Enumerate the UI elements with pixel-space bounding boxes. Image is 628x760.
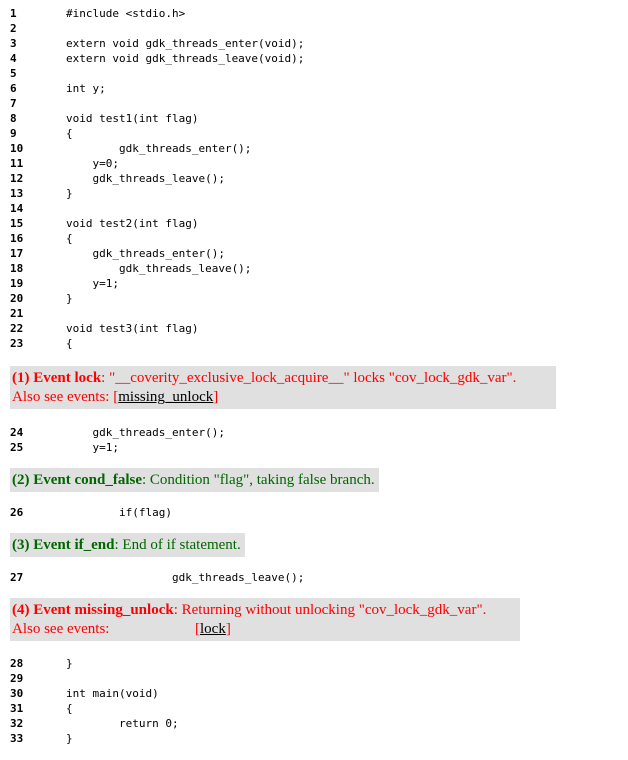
event-if-end-box: (3) Event if_end: End of if statement. [10,533,245,557]
code-text: #include <stdio.h> [66,7,186,20]
line-number: 17 [10,247,24,260]
event-lock-box: (1) Event lock: "__coverity_exclusive_lo… [10,366,556,409]
code-text: y=1; [66,441,119,454]
code-text: void test3(int flag) [66,322,199,335]
line-number: 13 [10,187,24,200]
line-number: 1 [10,7,17,20]
lock-link[interactable]: lock [200,621,226,637]
line-number: 14 [10,202,24,215]
code-text: extern void gdk_threads_enter(void); [66,37,305,50]
event-message: : Returning without unlocking "cov_lock_… [173,602,487,618]
line-number: 5 [10,67,17,80]
code-text: gdk_threads_enter(); [66,247,225,260]
event-message: : Condition "flag", taking false branch. [142,472,375,488]
code-text: { [66,702,73,715]
code-text: int main(void) [66,687,159,700]
event-missing-unlock-box: (4) Event missing_unlock: Returning with… [10,598,520,641]
see-also-label: Also see events: [12,621,110,637]
line-number: 2 [10,22,17,35]
code-text: { [66,337,73,350]
line-number: 10 [10,142,24,155]
line-number: 19 [10,277,24,290]
line-number: 6 [10,82,17,95]
code-text: } [66,187,73,200]
line-number: 27 [10,571,24,584]
line-number: 20 [10,292,24,305]
code-text: } [66,292,73,305]
event-message: : "__coverity_exclusive_lock_acquire__" … [101,370,517,386]
event-message: : End of if statement. [114,537,241,553]
code-text: gdk_threads_leave(); [66,571,305,584]
line-number: 25 [10,441,24,454]
code-text: } [66,732,73,745]
line-number: 23 [10,337,24,350]
line-number: 22 [10,322,24,335]
code-text: { [66,232,73,245]
line-number: 21 [10,307,24,320]
line-number: 24 [10,426,24,439]
code-text: { [66,127,73,140]
line-number: 30 [10,687,24,700]
line-number: 12 [10,172,24,185]
missing-unlock-link[interactable]: missing_unlock [118,389,214,405]
event-label: (1) Event lock [12,370,102,386]
code-text: gdk_threads_leave(); [66,262,252,275]
code-text: y=1; [66,277,119,290]
code-text: if(flag) [66,506,172,519]
line-number: 9 [10,127,17,140]
line-number: 26 [10,506,24,519]
line-number: 33 [10,732,24,745]
line-number: 3 [10,37,17,50]
code-text: extern void gdk_threads_leave(void); [66,52,305,65]
code-text: void test2(int flag) [66,217,199,230]
line-number: 15 [10,217,24,230]
line-number: 8 [10,112,17,125]
event-label: (2) Event cond_false [12,472,142,488]
line-number: 28 [10,657,24,670]
event-label: (4) Event missing_unlock [12,602,174,618]
line-number: 7 [10,97,17,110]
event-cond-false-box: (2) Event cond_false: Condition "flag", … [10,468,379,492]
event-label: (3) Event if_end [12,537,115,553]
code-text: gdk_threads_leave(); [66,172,225,185]
code-text: } [66,657,73,670]
code-text: void test1(int flag) [66,112,199,125]
line-number: 4 [10,52,17,65]
line-number: 18 [10,262,24,275]
code-text: int y; [66,82,106,95]
see-also-label: Also see events: [12,389,114,405]
line-number: 16 [10,232,24,245]
line-number: 11 [10,157,24,170]
line-number: 31 [10,702,24,715]
code-text: return 0; [66,717,179,730]
code-text: gdk_threads_enter(); [66,142,252,155]
line-number: 29 [10,672,24,685]
code-text: y=0; [66,157,119,170]
code-text: gdk_threads_enter(); [66,426,225,439]
line-number: 32 [10,717,24,730]
